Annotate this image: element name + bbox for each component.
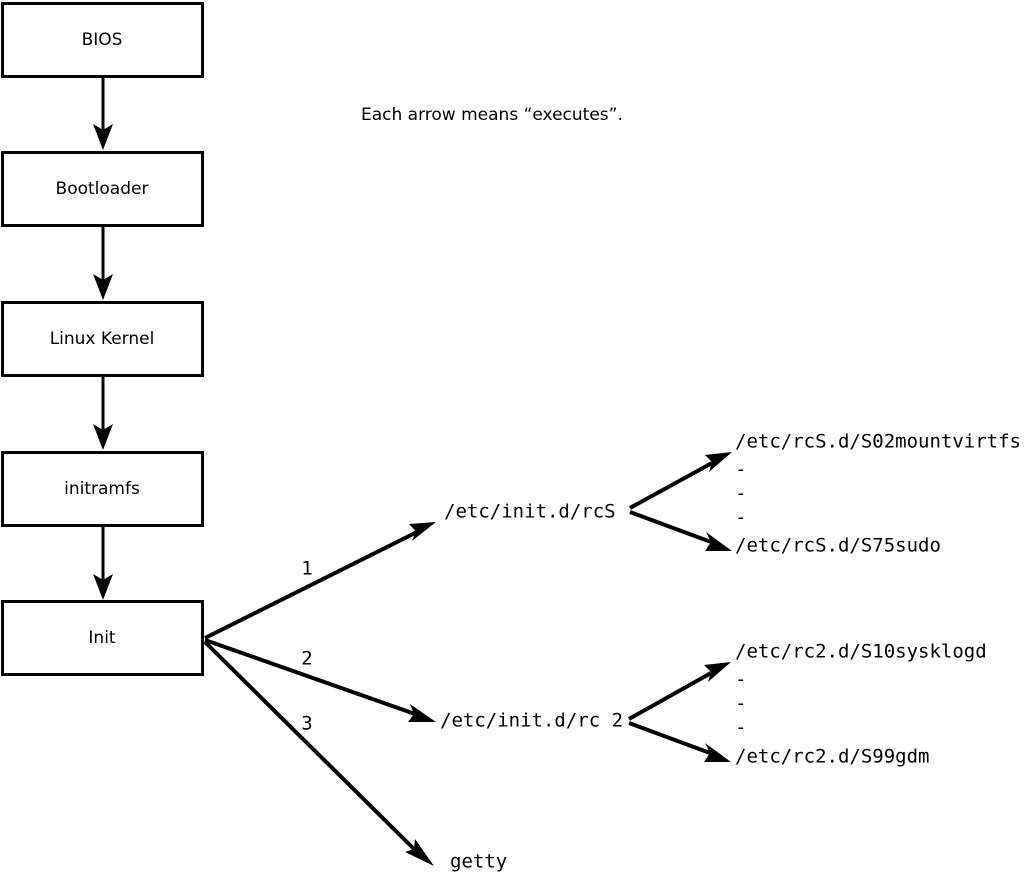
arrow-rc2-to-first-script [628, 662, 731, 721]
arrowhead-down-icon [93, 424, 113, 450]
arrowhead-down-icon [93, 124, 113, 150]
arrowhead-se-icon [704, 743, 731, 762]
node-init[interactable]: Init [1, 600, 204, 676]
rcs-ellipsis-dash-1: - [735, 459, 746, 481]
node-init-d-rcs-label[interactable]: /etc/init.d/rcS [444, 501, 616, 523]
node-bios[interactable]: BIOS [1, 2, 204, 78]
linux-kernel-label: Linux Kernel [50, 329, 155, 349]
arrow-initramfs-to-init [93, 526, 113, 600]
rcs-script-last: /etc/rcS.d/S75sudo [735, 535, 941, 557]
rcs-ellipsis-dash-2: - [735, 483, 746, 505]
linux-kernel-box[interactable] [1, 301, 204, 377]
arrowhead-ne-icon [704, 662, 731, 682]
arrow-bios-to-bootloader [93, 76, 113, 150]
init-label: Init [88, 628, 116, 648]
branch-1-number: 1 [301, 558, 312, 580]
arrowhead-down-icon [93, 274, 113, 300]
arrow-kernel-to-initramfs [93, 376, 113, 450]
init-box[interactable] [1, 600, 204, 676]
rcs-script-first: /etc/rcS.d/S02mountvirtfs [735, 431, 1021, 453]
arrow-init-branch-2 [204, 638, 436, 722]
rc2-ellipsis-dash-1: - [735, 669, 746, 691]
arrowhead-se-icon [405, 839, 434, 866]
node-getty-label[interactable]: getty [450, 851, 507, 873]
node-init-d-rc2-label[interactable]: /etc/init.d/rc 2 [440, 710, 623, 732]
initramfs-label: initramfs [64, 479, 140, 499]
bootloader-label: Bootloader [56, 179, 149, 199]
initramfs-box[interactable] [1, 451, 204, 527]
arrowhead-se-icon [408, 704, 436, 722]
node-bootloader[interactable]: Bootloader [1, 151, 204, 227]
arrow-init-branch-1 [204, 522, 436, 640]
node-linux-kernel[interactable]: Linux Kernel [1, 301, 204, 377]
arrowhead-ne-icon [409, 522, 436, 541]
rcs-ellipsis-dash-3: - [735, 507, 746, 529]
branch-3-number: 3 [301, 713, 312, 735]
rc2-ellipsis-dash-3: - [735, 717, 746, 739]
arrow-rc2-to-last-script [628, 721, 731, 762]
bootloader-box[interactable] [1, 151, 204, 227]
arrow-init-branch-3 [203, 640, 434, 866]
arrow-rcs-to-last-script [629, 510, 732, 551]
arrowhead-ne-icon [705, 452, 732, 472]
bios-label: BIOS [82, 30, 123, 50]
rc2-script-first: /etc/rc2.d/S10sysklogd [735, 641, 987, 663]
arrowhead-se-icon [705, 532, 732, 551]
branch-2-number: 2 [301, 648, 312, 670]
arrowhead-down-icon [93, 574, 113, 600]
arrow-bootloader-to-kernel [93, 226, 113, 300]
diagram-caption: Each arrow means “executes”. [361, 105, 623, 125]
rc2-script-last: /etc/rc2.d/S99gdm [735, 746, 929, 768]
arrow-rcs-to-first-script [629, 452, 732, 510]
rc2-ellipsis-dash-2: - [735, 693, 746, 715]
bios-box[interactable] [1, 2, 204, 78]
node-initramfs[interactable]: initramfs [1, 451, 204, 527]
